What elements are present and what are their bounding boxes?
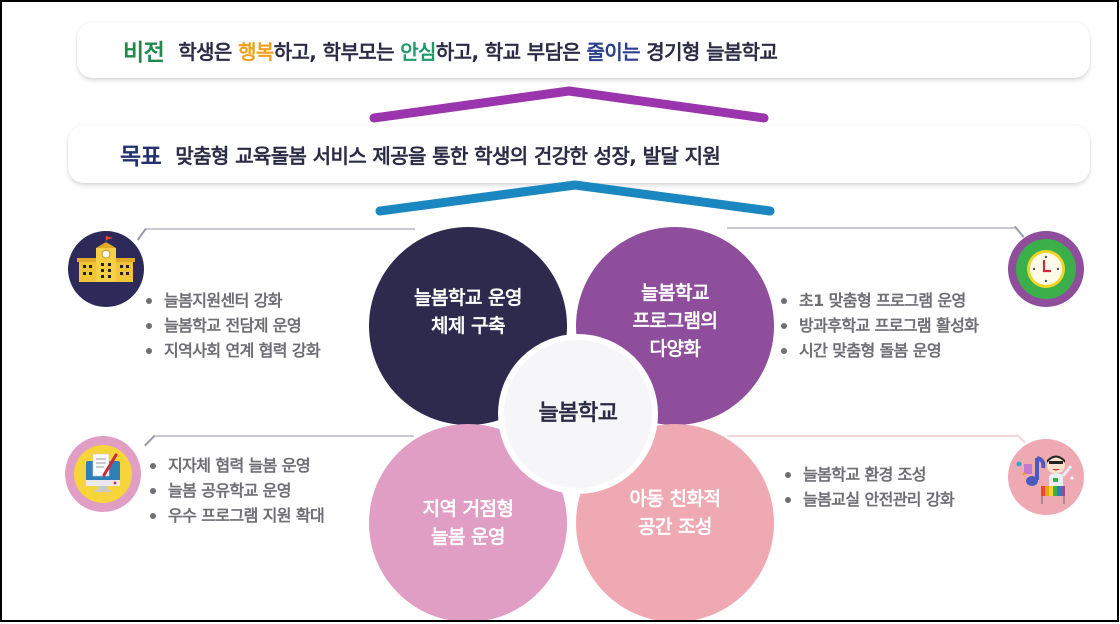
- bullet-text: 시간 맞춤형 돌봄 운영: [799, 341, 942, 360]
- bullet-dot-icon: [146, 297, 152, 304]
- quadrant-operation-system: 늘봄학교 운영 체제 구축: [369, 227, 567, 425]
- vision-highlight-relief: 안심: [400, 39, 436, 64]
- connector-line-bottom-right: [727, 435, 1017, 437]
- list-item: 초1 맞춤형 프로그램 운영: [781, 288, 978, 313]
- child-music-icon: [1008, 439, 1084, 515]
- connector-diag-bottom-right: [1016, 433, 1026, 444]
- connector-line-top-right: [727, 227, 1015, 229]
- bullet-dot-icon: [146, 322, 152, 329]
- clock-icon: [1008, 231, 1084, 307]
- bullet-text: 방과후학교 프로그램 활성화: [799, 316, 979, 335]
- vision-text: 학생은 행복하고, 학부모는 안심하고, 학교 부담은 줄이는 경기형 늘봄학교: [178, 36, 778, 65]
- vision-banner: 비전 학생은 행복하고, 학부모는 안심하고, 학교 부담은 줄이는 경기형 늘…: [77, 22, 1090, 78]
- list-item: 늘봄 공유학교 운영: [150, 478, 324, 503]
- list-item: 지역사회 연계 협력 강화: [146, 338, 321, 363]
- vision-text-segment: 하고, 학부모는: [273, 39, 401, 64]
- list-item: 우수 프로그램 지원 확대: [150, 503, 325, 528]
- bullet-dot-icon: [781, 297, 787, 304]
- bullet-text: 늘봄지원센터 강화: [164, 291, 283, 310]
- vision-text-segment: 하고, 학교 부담은: [435, 39, 587, 64]
- bullet-dot-icon: [785, 496, 791, 503]
- vision-label: 비전: [123, 40, 165, 66]
- center-label: 늘봄학교: [538, 401, 618, 426]
- goal-label: 목표: [120, 144, 162, 170]
- connector-line-bottom-left: [154, 435, 414, 437]
- bullet-text: 지역사회 연계 협력 강화: [164, 341, 321, 360]
- vision-text-segment: 경기형 늘봄학교: [639, 39, 778, 64]
- bullet-dot-icon: [781, 322, 787, 329]
- bullet-text: 지자체 협력 늘봄 운영: [168, 456, 311, 475]
- goal-text: 맞춤형 교육돌봄 서비스 제공을 통한 학생의 건강한 성장, 발달 지원: [175, 143, 721, 168]
- connector-line-top-left: [145, 228, 415, 230]
- bullet-text: 늘봄교실 안전관리 강화: [803, 490, 955, 509]
- bullet-text: 늘봄 공유학교 운영: [168, 481, 292, 500]
- bullet-dot-icon: [150, 487, 156, 494]
- list-item: 늘봄교실 안전관리 강화: [785, 487, 955, 512]
- bullet-list-top-left: 늘봄지원센터 강화 늘봄학교 전담제 운영 지역사회 연계 협력 강화: [146, 288, 321, 363]
- bullet-dot-icon: [146, 347, 152, 354]
- connector-diag-top-left: [136, 228, 147, 241]
- quadrant-program-diversity: 늘봄학교 프로그램의 다양화: [576, 227, 774, 425]
- vision-highlight-happy: 행복: [238, 39, 274, 64]
- quadrant-regional-hub: 지역 거점형 늘봄 운영: [369, 424, 567, 620]
- goal-banner: 목표 맞춤형 교육돌봄 서비스 제공을 통한 학생의 건강한 성장, 발달 지원: [68, 125, 1090, 183]
- chevron-up-blue-icon: [375, 180, 775, 216]
- list-item: 늘봄학교 환경 조성: [785, 462, 954, 487]
- bullet-dot-icon: [785, 471, 791, 478]
- quadrant-title: 아동 친화적 공간 조성: [629, 488, 721, 538]
- list-item: 지자체 협력 늘봄 운영: [150, 453, 324, 478]
- quadrant-title: 지역 거점형 늘봄 운영: [422, 498, 514, 548]
- list-item: 방과후학교 프로그램 활성화: [781, 313, 979, 338]
- center-hub: 늘봄학교: [498, 334, 658, 494]
- bullet-text: 늘봄학교 환경 조성: [803, 465, 927, 484]
- bullet-dot-icon: [150, 512, 156, 519]
- list-item: 늘봄학교 전담제 운영: [146, 313, 320, 338]
- vision-highlight-reduce: 줄이는: [586, 39, 641, 64]
- bullet-text: 초1 맞춤형 프로그램 운영: [799, 291, 966, 310]
- bullet-text: 늘봄학교 전담제 운영: [164, 316, 302, 335]
- school-building-icon: [68, 231, 144, 307]
- bullet-list-bottom-right: 늘봄학교 환경 조성 늘봄교실 안전관리 강화: [785, 462, 955, 512]
- bullet-list-top-right: 초1 맞춤형 프로그램 운영 방과후학교 프로그램 활성화 시간 맞춤형 돌봄 …: [781, 288, 979, 363]
- chevron-up-purple-icon: [369, 86, 769, 123]
- quadrant-title: 늘봄학교 운영 체제 구축: [414, 287, 523, 337]
- connector-diag-bottom-left: [144, 435, 156, 447]
- bullet-list-bottom-left: 지자체 협력 늘봄 운영 늘봄 공유학교 운영 우수 프로그램 지원 확대: [150, 453, 325, 528]
- bullet-text: 우수 프로그램 지원 확대: [168, 506, 325, 525]
- list-item: 늘봄지원센터 강화: [146, 288, 320, 313]
- list-item: 시간 맞춤형 돌봄 운영: [781, 338, 978, 363]
- bullet-dot-icon: [781, 347, 787, 354]
- vision-text-segment: 학생은: [178, 39, 239, 64]
- quadrant-title: 늘봄학교 프로그램의 다양화: [632, 282, 718, 360]
- computer-document-icon: [65, 436, 141, 512]
- bullet-dot-icon: [150, 462, 156, 469]
